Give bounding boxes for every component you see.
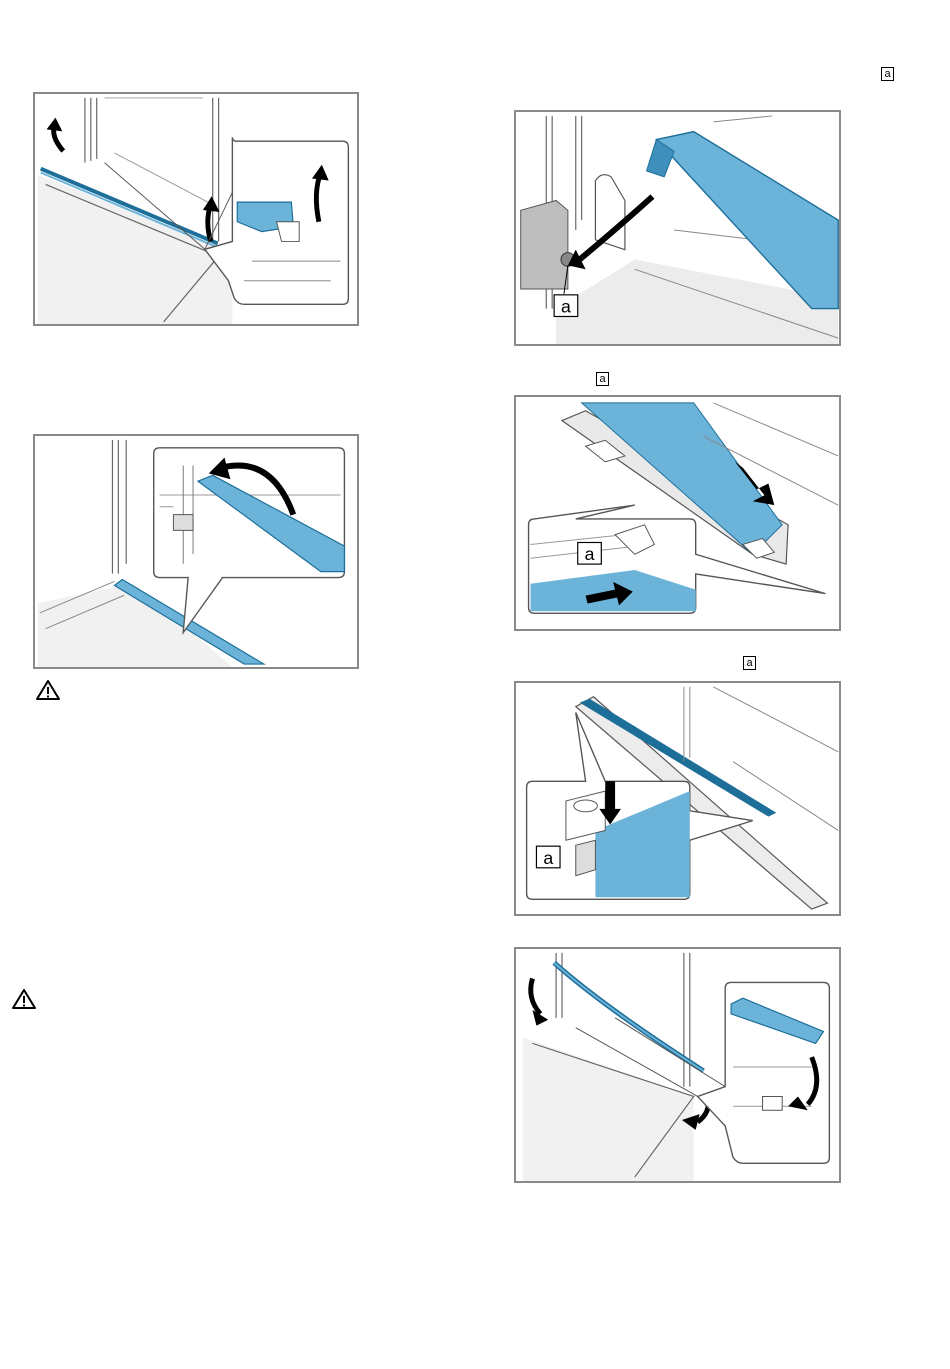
callout-label-a: a (585, 544, 595, 564)
callout-label-a: a (543, 848, 553, 868)
warning-triangle-icon (35, 679, 61, 701)
figure-fold-strip-up (33, 434, 359, 669)
figure-pane-clip: a (514, 681, 841, 916)
reference-label-a: a (743, 656, 756, 670)
figure-refit-cover-strip (514, 947, 841, 1183)
warning-triangle-icon (11, 988, 37, 1010)
figure-insert-strip-hook: a (514, 110, 841, 346)
figure-remove-cover-strip (33, 92, 359, 326)
figure-insert-inner-pane: a (514, 395, 841, 631)
callout-label-a: a (561, 297, 571, 317)
reference-label-a: a (881, 67, 894, 81)
reference-label-a: a (596, 372, 609, 386)
